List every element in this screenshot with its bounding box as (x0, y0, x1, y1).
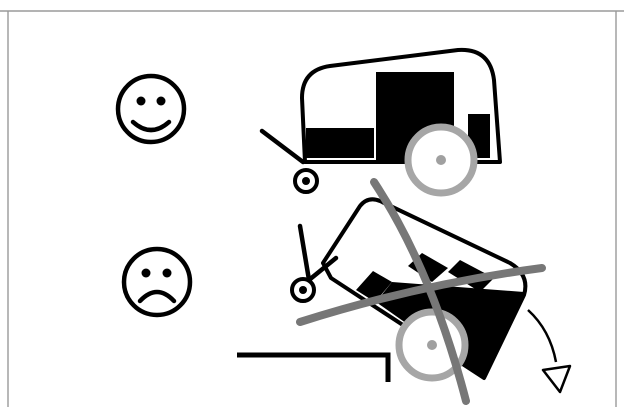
happy-face-icon (118, 76, 184, 142)
curved-arrow-icon (528, 310, 570, 392)
trailer-icon (262, 50, 500, 193)
sad-face-icon (124, 249, 190, 315)
tipped-trailer-icon (237, 199, 525, 382)
